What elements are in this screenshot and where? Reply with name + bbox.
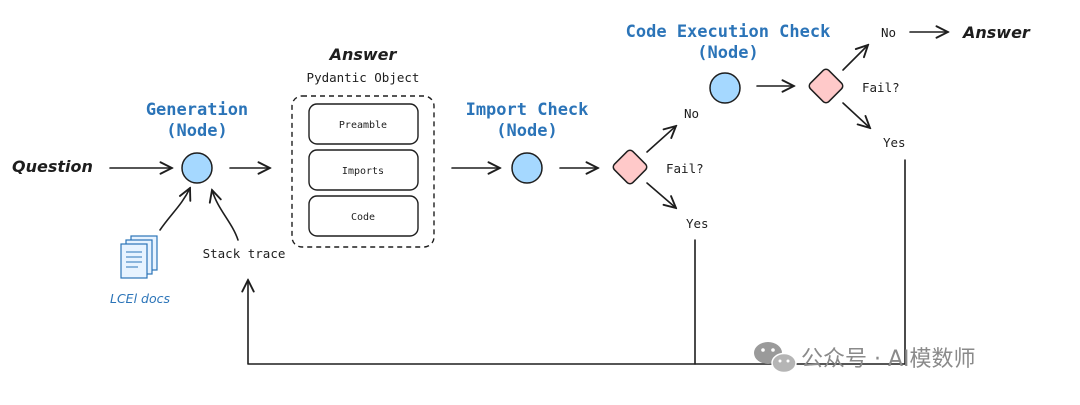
code-exec-yes-label: Yes	[883, 135, 906, 150]
document-stack-icon	[120, 235, 158, 279]
import-yes-label: Yes	[686, 216, 709, 231]
code-exec-fail-diamond	[808, 68, 844, 104]
code-label: Code	[351, 212, 375, 223]
code-exec-subtitle: (Node)	[697, 43, 758, 63]
watermark-text: 公众号 · AI模数师	[801, 347, 976, 372]
generation-subtitle: (Node)	[166, 121, 227, 141]
answer-object-title: Answer	[328, 45, 398, 64]
feedback-loop-line	[248, 280, 906, 365]
wechat-icon	[754, 342, 797, 374]
stack-trace-label: Stack trace	[203, 246, 286, 261]
code-box	[308, 195, 419, 237]
code-exec-no-arrow	[842, 45, 868, 71]
stack-trace-arrow	[212, 190, 239, 241]
preamble-label: Preamble	[339, 120, 387, 131]
pydantic-label: Pydantic Object	[307, 70, 420, 85]
import-check-node	[511, 152, 543, 184]
lcel-docs-label: LCEl docs	[110, 291, 170, 306]
import-yes-arrow	[646, 182, 676, 208]
code-exec-title: Code Execution Check	[626, 22, 831, 42]
import-no-arrow	[646, 126, 676, 153]
import-check-title: Import Check	[466, 100, 589, 120]
final-answer-label: Answer	[961, 23, 1031, 42]
docs-arrow	[159, 188, 190, 231]
question-label: Question	[12, 157, 93, 176]
preamble-box	[308, 103, 419, 145]
code-exec-yes-arrow	[842, 102, 870, 128]
generation-node	[181, 152, 213, 184]
code-exec-no-label: No	[881, 25, 896, 40]
generation-title: Generation	[146, 100, 248, 120]
import-fail-label: Fail?	[666, 161, 704, 176]
code-exec-node	[709, 72, 741, 104]
import-no-label: No	[684, 106, 699, 121]
import-fail-diamond	[612, 149, 648, 185]
code-exec-fail-label: Fail?	[862, 80, 900, 95]
import-check-subtitle: (Node)	[496, 121, 557, 141]
imports-label: Imports	[342, 166, 384, 177]
imports-box	[308, 149, 419, 191]
answer-object-container	[291, 95, 435, 248]
